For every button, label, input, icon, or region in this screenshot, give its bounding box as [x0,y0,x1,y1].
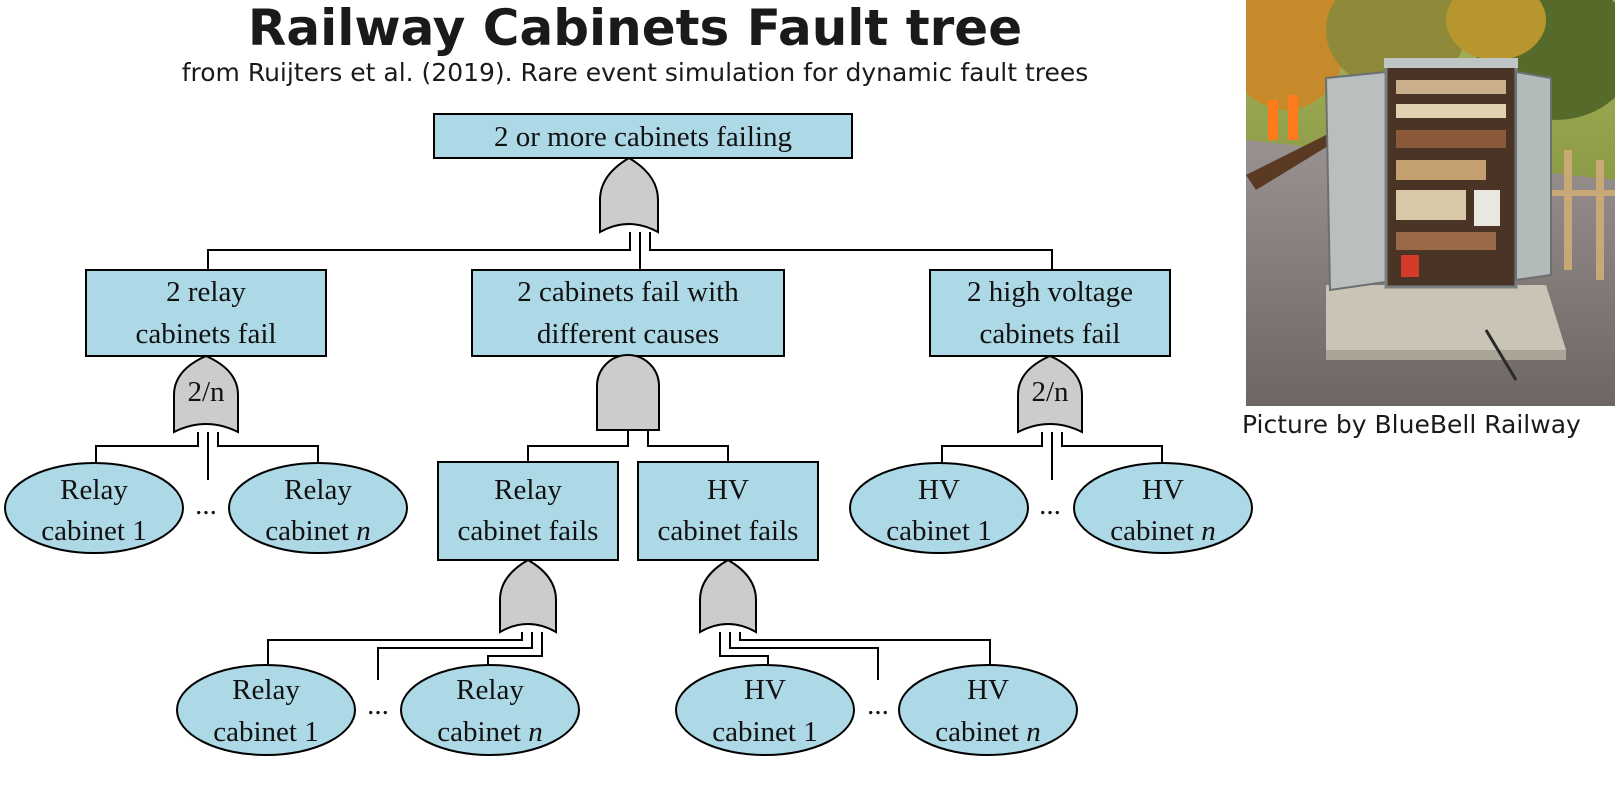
top-or-gate [599,156,659,234]
page-title: Railway Cabinets Fault tree [247,0,1023,57]
left-voting-gate: 2/n [173,354,239,434]
bottom-relay-cabinet-n-leaf: Relay cabinet n [400,664,580,756]
hv-cabinet-fails-node: HV cabinet fails [637,461,819,561]
relay-cabinet-n-name: Relay [284,474,352,506]
relay-cabinets-fail-line1: 2 relay [166,276,246,308]
relay-cabinet-n-leaf: Relay cabinet n [228,462,408,554]
bottom-hv-ellipsis: ... [867,689,889,721]
relay-cabinet-fails-node: Relay cabinet fails [437,461,619,561]
bottom-relay-ellipsis: ... [367,689,389,721]
relay-cabinet-1-leaf: Relay cabinet 1 [4,462,184,554]
cabinet-photo [1246,0,1615,406]
relay-cabinet-1-name: Relay [60,474,128,506]
cabinet-photo-illustration [1246,0,1615,406]
hv-cabinet-n-name: HV [1142,474,1184,506]
hv-fails-or-gate [699,558,757,634]
bottom-relay-cabinet-n-name: Relay [456,674,524,706]
hv-cabinets-fail-node: 2 high voltage cabinets fail [929,269,1171,357]
bottom-hv-cabinet-1-index: cabinet 1 [712,716,817,748]
hv-cabinet-1-index: cabinet 1 [886,515,991,547]
bottom-relay-cabinet-1-leaf: Relay cabinet 1 [176,664,356,756]
bottom-relay-cabinet-1-index: cabinet 1 [213,716,318,748]
bottom-relay-cabinet-1-name: Relay [232,674,300,706]
relay-cabinet-n-index: cabinet n [265,515,370,547]
fault-tree-diagram: 2 or more cabinets failing 2 relay cabin… [4,113,1253,756]
hv-cabinets-fail-line1: 2 high voltage [967,276,1133,308]
bottom-hv-cabinet-n-name: HV [967,674,1009,706]
hv-cabinet-fails-line1: HV [707,474,749,506]
connector-lines [95,232,1163,680]
hv-cabinets-fail-line2: cabinets fail [980,318,1121,350]
left-leaves-ellipsis: ... [195,489,217,521]
top-event-label: 2 or more cabinets failing [494,121,792,153]
different-causes-line1: 2 cabinets fail with [517,276,739,308]
top-event-node: 2 or more cabinets failing [433,113,853,159]
hv-cabinet-1-name: HV [918,474,960,506]
different-causes-node: 2 cabinets fail with different causes [471,269,785,357]
photo-caption: Picture by BlueBell Railway [1242,410,1581,439]
left-voting-gate-label: 2/n [187,376,225,408]
relay-cabinet-fails-line1: Relay [494,474,562,506]
different-causes-line2: different causes [537,318,719,350]
page-subtitle: from Ruijters et al. (2019). Rare event … [181,58,1089,87]
right-leaves-ellipsis: ... [1039,489,1061,521]
middle-and-gate [596,354,660,431]
hv-cabinet-n-leaf: HV cabinet n [1073,462,1253,554]
bottom-relay-cabinet-n-index: cabinet n [437,716,542,748]
bottom-hv-cabinet-n-index: cabinet n [935,716,1040,748]
hv-cabinet-1-leaf: HV cabinet 1 [849,462,1029,554]
bottom-hv-cabinet-1-leaf: HV cabinet 1 [675,664,855,756]
right-voting-gate: 2/n [1017,354,1083,434]
right-voting-gate-label: 2/n [1031,376,1069,408]
relay-cabinets-fail-node: 2 relay cabinets fail [85,269,327,357]
hv-cabinet-fails-line2: cabinet fails [658,515,799,547]
hv-cabinet-n-index: cabinet n [1110,515,1215,547]
relay-cabinet-fails-line2: cabinet fails [458,515,599,547]
bottom-hv-cabinet-n-leaf: HV cabinet n [898,664,1078,756]
relay-cabinet-1-index: cabinet 1 [41,515,146,547]
relay-cabinets-fail-line2: cabinets fail [136,318,277,350]
bottom-hv-cabinet-1-name: HV [744,674,786,706]
relay-fails-or-gate [499,558,557,634]
